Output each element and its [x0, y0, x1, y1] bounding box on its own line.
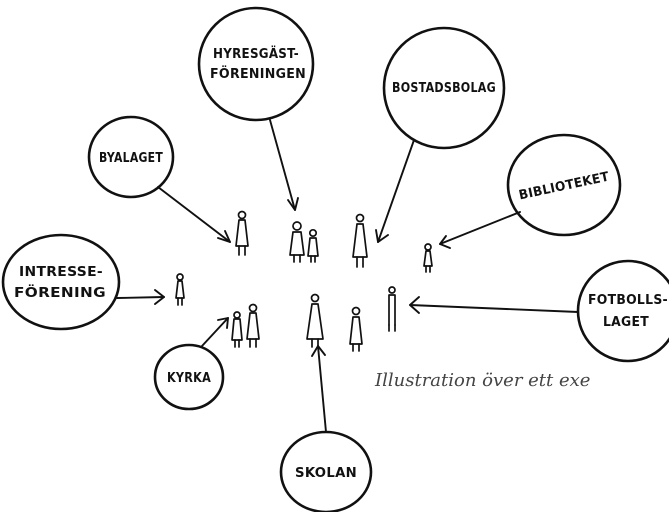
bubble-bostadsbolag-line1: BOSTADSBOLAG [392, 81, 496, 96]
bubble-hyresgastforeningen: HYRESGÄST- FÖRENINGEN [197, 6, 315, 122]
arrow-bostadsbolag-to-person [375, 139, 415, 243]
bubble-kyrka: KYRKA [153, 343, 225, 411]
bubble-fotbollslaget-line2: LAGET [603, 315, 649, 330]
arrow-biblioteket-to-child [439, 211, 521, 249]
arrow-intresse-to-child [116, 289, 165, 305]
bubble-fotbollslaget: FOTBOLLS- LAGET [576, 259, 669, 363]
arrow-byalaget-to-person [157, 186, 231, 243]
person-figure-group-b [307, 228, 319, 263]
bubble-intresseforening: INTRESSE- FÖRENING [1, 233, 121, 331]
bubble-bostadsbolag: BOSTADSBOLAG [382, 26, 506, 150]
bubble-intresseforening-line1: INTRESSE- [19, 265, 103, 280]
person-figure-group-a [289, 221, 305, 263]
person-figure-left [235, 210, 249, 256]
person-pair-a [231, 311, 243, 348]
arrow-hyresgast-to-group [269, 119, 299, 211]
person-child-right [423, 243, 433, 273]
bubble-skolan-line1: SKOLAN [295, 466, 357, 481]
person-figure-upper-right [352, 213, 368, 268]
person-figure-bottom-center [306, 293, 324, 348]
person-figure-far-right [388, 286, 396, 332]
bubble-byalaget: BYALAGET [87, 115, 175, 199]
bubble-skolan: SKOLAN [279, 430, 373, 512]
person-pair-b [246, 303, 260, 348]
person-figure-bottom-right [349, 306, 363, 352]
bubble-hyresgastforeningen-line2: FÖRENINGEN [210, 66, 306, 82]
bubble-kyrka-line1: KYRKA [167, 371, 211, 386]
bubble-hyresgastforeningen-line1: HYRESGÄST- [213, 46, 299, 62]
bubble-byalaget-line1: BYALAGET [99, 151, 163, 166]
arrow-kyrka-to-pair [201, 317, 229, 347]
person-child-left [175, 273, 185, 306]
arrow-skolan-to-person [311, 345, 327, 433]
bubble-intresseforening-line2: FÖRENING [14, 285, 106, 301]
arrow-fotboll-to-person [409, 296, 579, 314]
figure-caption: Illustration över ett exe [375, 370, 591, 391]
bubble-fotbollslaget-line1: FOTBOLLS- [588, 293, 668, 308]
bubble-biblioteket: BIBLIOTEKET [506, 133, 622, 237]
